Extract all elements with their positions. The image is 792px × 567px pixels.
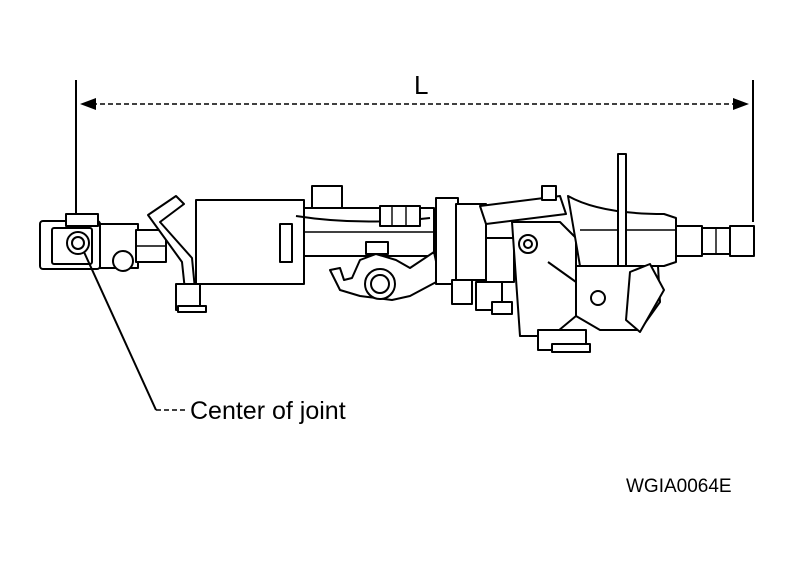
upper-shaft: [675, 225, 755, 257]
tilt-lever: [147, 195, 207, 313]
upper-bracket: [511, 185, 599, 353]
callout-label: Center of joint: [190, 397, 346, 425]
lock-bracket: [329, 241, 441, 301]
universal-joint: [39, 213, 139, 272]
column-tube: [195, 185, 435, 285]
callout-leader: [83, 251, 186, 411]
mid-housing: [435, 195, 567, 315]
figure-id: WGIA0064E: [626, 476, 732, 497]
lower-shaft: [135, 229, 167, 263]
dimension-label: L: [414, 70, 429, 100]
upper-column: [567, 153, 677, 333]
